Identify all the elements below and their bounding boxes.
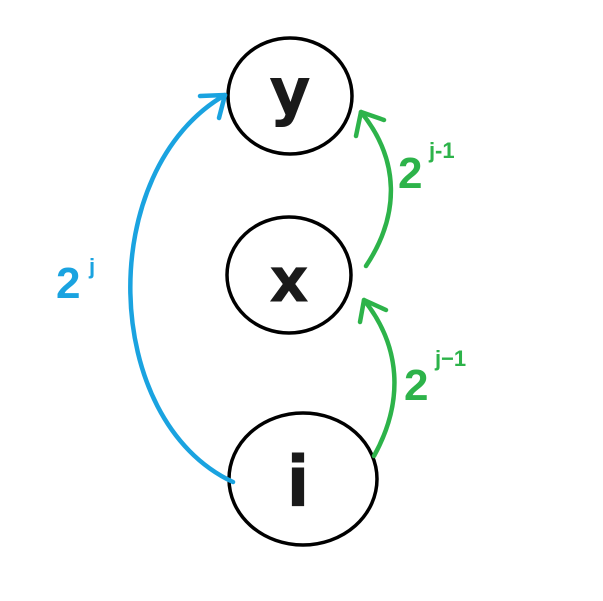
edge-i-to-y-base: 2: [56, 259, 80, 308]
node-x-circle: [225, 215, 353, 335]
node-y-circle: [226, 36, 354, 156]
edge-i-to-y-curve: [128, 92, 236, 485]
edge-i-to-y: 2 j: [56, 92, 236, 485]
edge-x-to-y-arrowhead: [353, 109, 387, 139]
edge-i-to-y-exponent: j: [88, 254, 95, 279]
edge-i-to-x-arrowhead: [357, 297, 389, 325]
edge-i-to-x: 2 j−1: [357, 297, 466, 459]
node-y: y: [226, 36, 354, 156]
node-x: x: [225, 215, 353, 335]
edge-i-to-x-exponent: j−1: [434, 346, 466, 371]
node-x-label: x: [269, 244, 309, 317]
edge-x-to-y-exponent: j-1: [428, 138, 455, 163]
edge-i-to-x-base: 2: [404, 361, 428, 410]
node-i-label: i: [286, 441, 310, 523]
node-y-label: y: [269, 55, 311, 129]
edge-x-to-y: 2 j-1: [353, 109, 455, 269]
edge-i-to-y-label: 2 j: [56, 254, 95, 308]
edge-x-to-y-curve: [358, 109, 394, 269]
edge-i-to-y-arrowhead: [197, 92, 228, 121]
edge-x-to-y-base: 2: [398, 149, 422, 198]
edge-i-to-x-label: 2 j−1: [404, 346, 466, 410]
edge-i-to-x-curve: [361, 297, 397, 459]
node-i: i: [227, 411, 379, 547]
edge-x-to-y-label: 2 j-1: [398, 138, 455, 198]
